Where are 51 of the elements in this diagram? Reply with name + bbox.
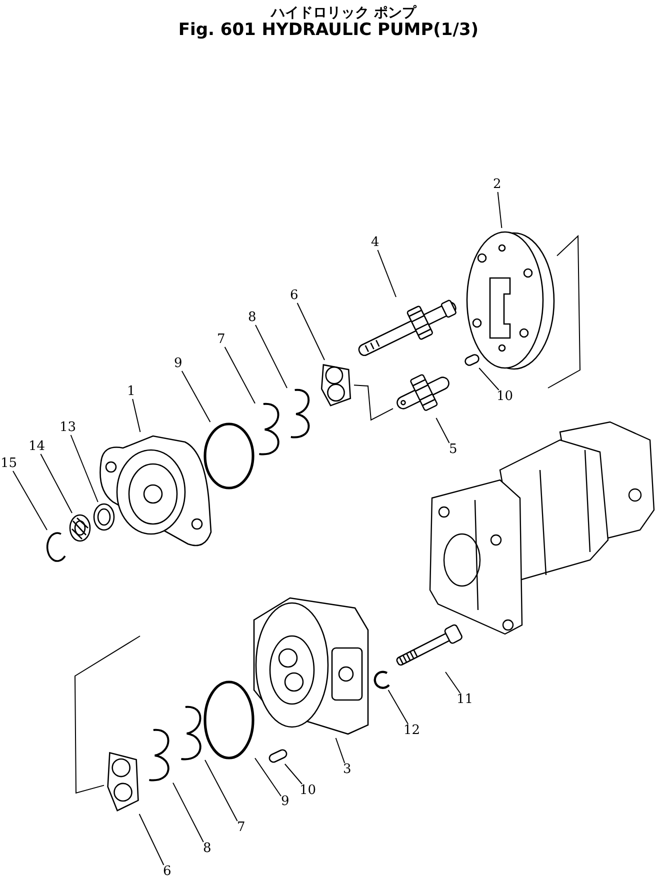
callout-number: 9: [174, 357, 182, 371]
leader-line: [181, 370, 211, 422]
assembly-line: [548, 234, 580, 388]
callout-number: 8: [203, 842, 212, 856]
leader-line: [377, 250, 396, 298]
callout-number: 5: [449, 443, 458, 457]
leader-line: [284, 764, 302, 784]
callout-number: 4: [371, 236, 380, 250]
callout-number: 13: [60, 421, 76, 435]
leader-line: [335, 738, 346, 764]
leader-line: [478, 368, 500, 390]
leader-line: [204, 760, 238, 822]
leader-line: [445, 672, 461, 694]
o-ring: [203, 422, 255, 490]
callout-number: 12: [404, 724, 420, 738]
leader-line: [224, 346, 256, 404]
leader-line: [172, 782, 204, 842]
pin: [463, 352, 481, 368]
callout-number: 7: [217, 333, 226, 347]
leader-line: [254, 758, 282, 797]
leader-line: [132, 398, 141, 432]
callout-number: 3: [343, 763, 352, 777]
callout-number: 7: [237, 821, 246, 835]
leader-line: [40, 454, 72, 514]
callout-number: 9: [281, 795, 290, 809]
o-ring: [203, 680, 255, 760]
callout-number: 10: [300, 784, 316, 798]
callout-number: 2: [493, 178, 502, 192]
assembly-line: [74, 636, 140, 794]
leader-line: [497, 192, 502, 228]
assembly-line: [354, 384, 394, 421]
callout-number: 14: [28, 440, 46, 454]
title: Fig. 601 HYDRAULIC PUMP(1/3): [178, 20, 479, 40]
callout-number: 8: [248, 311, 256, 325]
callout-number: 6: [163, 865, 172, 879]
callout-number: 1: [127, 385, 136, 399]
leader-line: [12, 470, 48, 530]
leader-line: [138, 814, 164, 866]
callout-number: 11: [456, 693, 474, 707]
leader-line: [436, 418, 450, 444]
subtitle: ハイドロリック ポンプ: [271, 5, 416, 21]
leader-line: [255, 324, 288, 388]
leader-line: [70, 434, 98, 502]
retaining-ring-drawing: [371, 668, 393, 690]
callout-number: 10: [496, 390, 514, 404]
callout-number: 6: [290, 289, 298, 303]
leader-line: [388, 690, 408, 724]
washer-drawing: [91, 502, 117, 532]
oil-seal-drawing: [68, 513, 92, 543]
leader-line: [296, 302, 325, 360]
callout-number: 15: [0, 457, 18, 471]
